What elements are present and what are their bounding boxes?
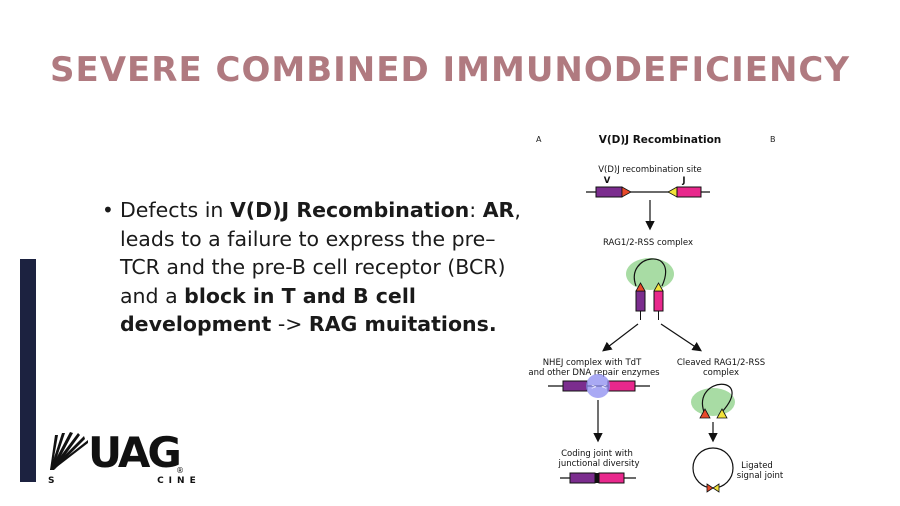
slide-title: SEVERE COMBINED IMMUNODEFICIENCY — [50, 50, 850, 90]
v-segment — [595, 186, 623, 198]
cleaved-red-triangle — [699, 408, 711, 419]
bullet-bold-rag: RAG muitations. — [308, 312, 497, 336]
rag-label: RAG1/2-RSS complex — [603, 238, 693, 248]
coding-label-1: Coding joint with — [561, 449, 633, 459]
diagram-label-a: A — [536, 135, 542, 144]
ligated-red-triangle — [706, 483, 714, 493]
bullet-text-2: : — [469, 198, 483, 222]
rag-j-segment — [653, 290, 664, 312]
coding-v-segment — [569, 472, 596, 484]
nhej-label-1: NHEJ complex with TdT — [543, 358, 642, 368]
cleaved-label-1: Cleaved RAG1/2-RSS — [677, 358, 765, 368]
j-label: J — [681, 176, 685, 186]
bullet-bold-ar: AR — [482, 198, 515, 222]
nhej-overhang-2: < — [601, 383, 607, 391]
arrow-right-branch — [660, 323, 702, 352]
rss-red-triangle — [621, 186, 632, 198]
cleaved-loop — [701, 383, 733, 413]
nhej-overhang-1: > — [591, 383, 597, 391]
rag-green-blob — [626, 258, 674, 290]
ligated-label-1: Ligated — [741, 461, 773, 471]
bullet-bold-vdj: V(D)J Recombination — [229, 198, 470, 222]
logo-fan-icon — [50, 432, 88, 470]
logo-registered-mark: ® — [176, 466, 184, 475]
bullet-text: Defects in V(D)J Recombination: AR, lead… — [120, 196, 527, 339]
rag-v-segment — [635, 290, 646, 312]
site-label: V(D)J recombination site — [598, 165, 702, 175]
coding-label-2: junctional diversity — [557, 459, 639, 469]
nhej-label-2: and other DNA repair enzymes — [528, 368, 660, 378]
cleaved-label-2: complex — [703, 368, 739, 378]
vdj-diagram: A V(D)J Recombination B V(D)J recombinat… — [520, 128, 800, 493]
bullet-text-3: , leads to a failure to express the pre–… — [120, 198, 521, 308]
accent-bar — [20, 259, 36, 482]
rss-yellow-triangle — [667, 186, 678, 198]
vdj-diagram-svg: A V(D)J Recombination B V(D)J recombinat… — [528, 134, 784, 493]
bullet-point: • Defects in V(D)J Recombination: AR, le… — [102, 196, 527, 339]
bullet-text-4: -> — [271, 312, 309, 336]
v-label: V — [604, 176, 611, 186]
coding-junction — [595, 473, 599, 483]
rag-red-triangle — [635, 282, 646, 292]
ligated-circle — [692, 447, 734, 489]
cleaved-yellow-triangle — [716, 408, 728, 419]
repair-enzyme-blob — [586, 374, 610, 398]
nhej-v-segment — [562, 380, 588, 392]
rag-loop — [633, 258, 667, 287]
bullet-dot: • — [102, 198, 114, 222]
logo-subtitle: S CINE — [48, 476, 201, 486]
j-segment — [676, 186, 702, 198]
cleaved-green-blob — [691, 388, 735, 416]
ligated-label-2: signal joint — [737, 471, 784, 481]
diagram-label-b: B — [770, 135, 776, 144]
coding-j-segment — [598, 472, 625, 484]
rag-yellow-triangle — [653, 282, 664, 292]
uag-logo: UAG ® S CINE — [48, 428, 196, 490]
bullet-bold-block: block in T and B cell development — [120, 283, 416, 337]
ligated-yellow-triangle — [712, 483, 720, 493]
bullet-text-1: Defects in — [120, 198, 230, 222]
arrow-left-branch — [602, 323, 639, 352]
logo-text: UAG — [88, 428, 182, 477]
nhej-j-segment — [607, 380, 636, 392]
diagram-title: V(D)J Recombination — [599, 134, 722, 146]
